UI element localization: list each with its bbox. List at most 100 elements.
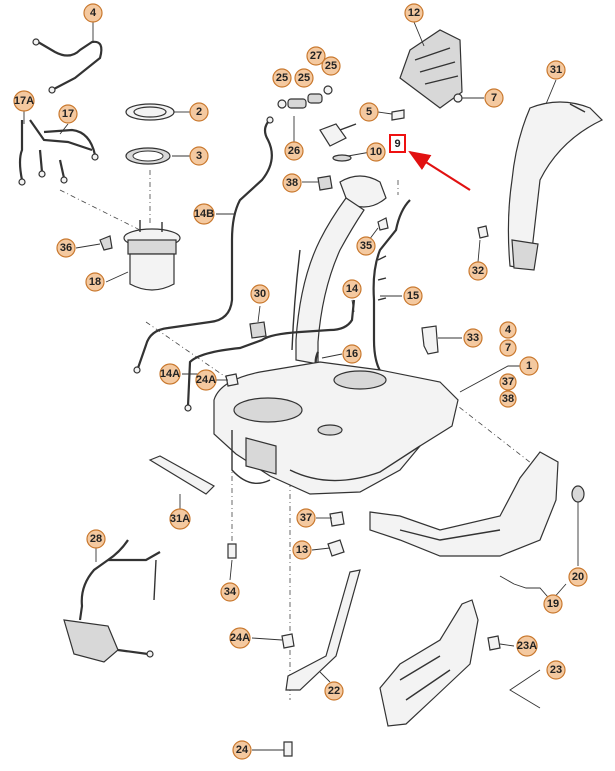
fuel-pump-part-18 xyxy=(123,220,181,291)
svg-text:27: 27 xyxy=(310,50,322,62)
svg-text:15: 15 xyxy=(407,290,419,302)
highlight-arrow xyxy=(408,150,471,191)
fitting-part-13 xyxy=(327,539,345,557)
svg-text:3: 3 xyxy=(196,150,202,162)
svg-text:30: 30 xyxy=(254,288,266,300)
svg-text:38: 38 xyxy=(502,393,514,405)
bolt-part-23a xyxy=(487,635,501,651)
callout-13: 13 xyxy=(292,540,312,560)
strap-part-31a xyxy=(148,455,215,495)
connector-part-30 xyxy=(249,321,267,339)
callout-37-right: 37 xyxy=(499,373,517,391)
svg-text:25: 25 xyxy=(276,72,288,84)
callout-25-mid: 25 xyxy=(294,68,314,88)
callout-30: 30 xyxy=(250,284,270,304)
svg-text:31: 31 xyxy=(550,64,562,76)
callout-24a-top: 24A xyxy=(195,369,217,391)
callout-37-mid: 37 xyxy=(296,508,316,528)
callout-33: 33 xyxy=(463,328,483,348)
seal-ring-part-2 xyxy=(125,103,175,121)
highlight-label: 9 xyxy=(394,138,400,150)
filler-cap-part-10 xyxy=(319,123,357,162)
bolt-part-24a-bottom xyxy=(281,633,295,649)
callout-19: 19 xyxy=(543,594,563,614)
svg-text:37: 37 xyxy=(300,512,312,524)
bolt-part-24a-top xyxy=(225,373,239,387)
callout-27: 27 xyxy=(306,46,326,66)
callout-23: 23 xyxy=(546,660,566,680)
hose-part-4 xyxy=(32,38,103,94)
svg-text:7: 7 xyxy=(505,342,511,354)
svg-text:7: 7 xyxy=(491,92,497,104)
svg-text:38: 38 xyxy=(286,177,298,189)
callout-25-left: 25 xyxy=(272,68,292,88)
callout-16: 16 xyxy=(342,344,362,364)
svg-text:2: 2 xyxy=(196,106,202,118)
callout-3: 3 xyxy=(189,146,209,166)
svg-text:12: 12 xyxy=(408,7,420,19)
callout-24a-bottom: 24A xyxy=(229,627,251,649)
svg-text:4: 4 xyxy=(90,7,97,19)
callout-5: 5 xyxy=(359,102,379,122)
seal-ring-part-3 xyxy=(125,147,171,165)
callout-14b: 14B xyxy=(193,203,215,225)
filler-housing-part-31 xyxy=(507,101,604,271)
svg-text:16: 16 xyxy=(346,348,358,360)
callout-38-right: 38 xyxy=(499,390,517,408)
svg-text:25: 25 xyxy=(325,60,337,72)
hose-part-14 xyxy=(184,299,356,412)
svg-text:31A: 31A xyxy=(170,513,190,525)
callout-17: 17 xyxy=(58,104,78,124)
highlight-part-9: 9 xyxy=(389,134,471,191)
grommet-part-20 xyxy=(571,485,585,503)
callout-31: 31 xyxy=(546,60,566,80)
bolt-part-34 xyxy=(227,543,237,559)
fittings-parts-25-27 xyxy=(277,85,333,109)
svg-text:20: 20 xyxy=(572,571,584,583)
callout-35: 35 xyxy=(356,236,376,256)
svg-text:17A: 17A xyxy=(14,95,34,107)
strap-part-22 xyxy=(285,569,361,691)
svg-text:34: 34 xyxy=(224,586,237,598)
svg-text:37: 37 xyxy=(502,376,514,388)
harness-part-28 xyxy=(63,539,161,663)
svg-text:23: 23 xyxy=(550,664,562,676)
callout-17a: 17A xyxy=(13,90,35,112)
svg-text:35: 35 xyxy=(360,240,372,252)
callout-4: 4 xyxy=(83,3,103,23)
svg-text:1: 1 xyxy=(526,360,532,372)
svg-text:32: 32 xyxy=(472,265,484,277)
svg-text:18: 18 xyxy=(89,276,101,288)
callout-12: 12 xyxy=(404,3,424,23)
svg-text:5: 5 xyxy=(366,106,372,118)
callout-36: 36 xyxy=(56,238,76,258)
callout-32: 32 xyxy=(468,261,488,281)
callout-1: 1 xyxy=(519,356,539,376)
svg-text:33: 33 xyxy=(467,332,479,344)
screw-part-5 xyxy=(391,109,405,121)
svg-text:14: 14 xyxy=(346,283,359,295)
svg-text:14A: 14A xyxy=(160,368,180,380)
svg-text:24A: 24A xyxy=(196,374,216,386)
svg-text:25: 25 xyxy=(298,72,310,84)
filler-neck xyxy=(291,175,387,365)
callout-24: 24 xyxy=(232,740,252,760)
callout-18: 18 xyxy=(85,272,105,292)
svg-text:14B: 14B xyxy=(194,208,214,220)
callout-15: 15 xyxy=(403,286,423,306)
fuel-lines-part-17 xyxy=(18,119,99,186)
callout-26: 26 xyxy=(284,141,304,161)
fuel-tank-part-1 xyxy=(213,361,459,495)
callout-34: 34 xyxy=(220,582,240,602)
highlight-box xyxy=(389,134,406,153)
svg-text:10: 10 xyxy=(370,146,382,158)
bracket-part-23 xyxy=(379,599,479,727)
svg-text:19: 19 xyxy=(547,598,559,610)
callout-22: 22 xyxy=(324,681,344,701)
svg-text:4: 4 xyxy=(505,324,512,336)
svg-text:22: 22 xyxy=(328,685,340,697)
hose-part-14b xyxy=(133,116,274,374)
clip-part-36 xyxy=(99,235,113,251)
callout-38-top: 38 xyxy=(282,173,302,193)
